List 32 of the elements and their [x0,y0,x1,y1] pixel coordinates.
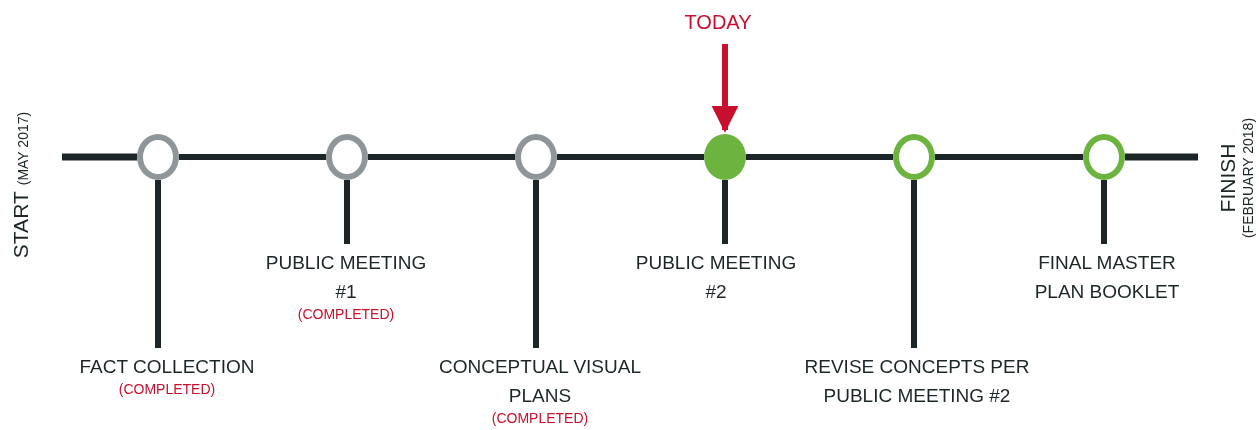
date-label: (MAY 2017) [15,111,31,186]
timeline-line [935,154,1083,160]
date-label: (FEBRUARY 2018) [1239,117,1257,239]
timeline-line [179,154,326,160]
status-label: (COMPLETED) [490,410,590,427]
timeline-line [557,154,704,160]
connector-line [155,180,161,348]
timeline-line [746,154,893,160]
milestone-circle [1083,134,1125,180]
milestone-circle [137,134,179,180]
timeline-end-label: START [9,191,32,259]
connector-line [911,180,917,348]
milestone-circle [893,134,935,180]
milestone-label: CONCEPTUAL VISUAL PLANS [438,355,642,408]
milestone-label: REVISE CONCEPTS PER PUBLIC MEETING #2 [803,355,1031,408]
status-label: (COMPLETED) [117,381,217,398]
arrow [711,44,739,133]
connector-line [344,180,350,244]
milestone-label: FACT COLLECTION [78,355,256,379]
milestone-label: PUBLIC MEETING #2 [634,251,798,304]
timeline-line [368,154,515,160]
connector-line [533,180,539,348]
today-marker-label: TODAY [683,10,753,34]
milestone-circle [326,134,368,180]
status-label: (COMPLETED) [296,306,396,323]
connector-line [722,180,728,244]
timeline-end-label: FINISH [1215,142,1240,215]
milestone-label: FINAL MASTER PLAN BOOKLET [1033,251,1181,304]
connector-line [1101,180,1107,244]
milestone-label: PUBLIC MEETING #1 [264,251,428,304]
milestone-circle [515,134,557,180]
milestone-circle [704,134,746,180]
